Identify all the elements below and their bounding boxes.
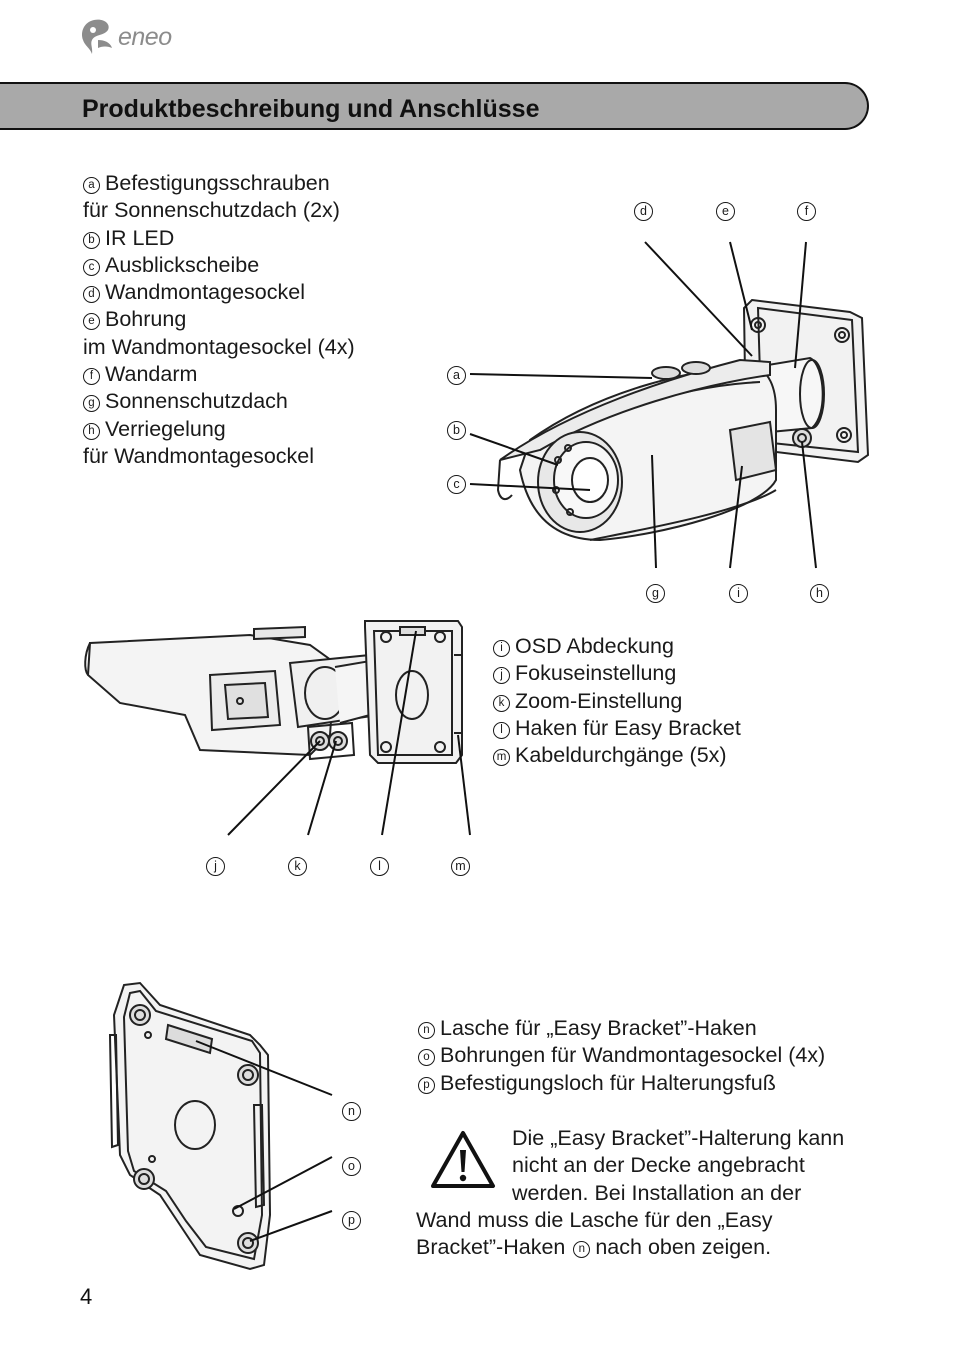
callout-m: m — [451, 857, 470, 876]
callout-d: d — [634, 202, 653, 221]
callout-o: o — [342, 1157, 361, 1176]
camera-rear-drawing — [84, 620, 471, 836]
warning-line-4: Wand muss die Lasche für den „Easy — [416, 1207, 773, 1232]
page-number: 4 — [80, 1284, 93, 1309]
camera-side-drawing — [469, 241, 870, 569]
callout-a: a — [447, 366, 466, 385]
callout-l: l — [370, 857, 389, 876]
legend-item-h-cont: für Wandmontagesockel — [83, 443, 315, 468]
callout-n: n — [342, 1102, 361, 1121]
section-header: Produktbeschreibung und Anschlüsse — [0, 82, 869, 130]
section-title: Produktbeschreibung und Anschlüsse — [82, 95, 540, 123]
logo-text: eneo — [118, 22, 172, 51]
eneo-logo-icon — [82, 19, 112, 54]
bracket-plate-drawing — [108, 981, 333, 1271]
callout-i: i — [729, 584, 748, 603]
legend-item-e-cont: im Wandmontagesockel (4x) — [83, 334, 355, 359]
legend-item-a-cont: für Sonnenschutzdach (2x) — [83, 198, 340, 223]
warning-line-3: werden. Bei Installation an der — [512, 1180, 802, 1205]
eneo-logo: eneo — [80, 18, 172, 56]
callout-j: j — [206, 857, 225, 876]
callout-e: e — [716, 202, 735, 221]
callout-b: b — [447, 421, 466, 440]
callout-p: p — [342, 1211, 361, 1230]
callout-c: c — [447, 475, 466, 494]
warning-line-2: nicht an der Decke angebracht — [512, 1153, 805, 1178]
callout-h: h — [810, 584, 829, 603]
warning-icon — [431, 1131, 495, 1188]
warning-note: Die „Easy Bracket”-Halterung kann nicht … — [416, 1125, 844, 1261]
warning-line-1: Die „Easy Bracket”-Halterung kann — [512, 1126, 845, 1150]
callout-f: f — [797, 202, 816, 221]
callout-k: k — [288, 857, 307, 876]
callout-g: g — [646, 584, 665, 603]
